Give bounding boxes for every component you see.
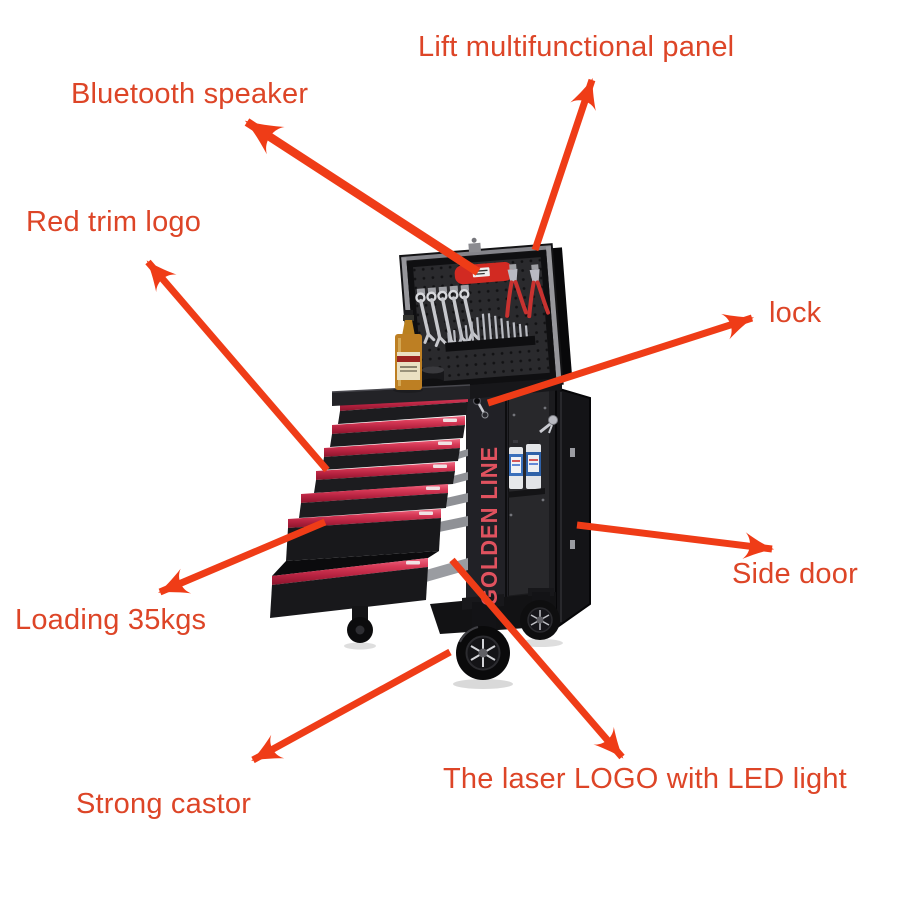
drawer-7 — [270, 558, 428, 618]
arrow-lock — [486, 313, 755, 407]
hanging-pliers — [505, 264, 551, 319]
panel-side-depth — [550, 247, 572, 376]
compartment-shelf — [505, 488, 545, 498]
side-logo-text: GOLDEN LINE — [476, 446, 502, 606]
caster-right — [519, 588, 563, 647]
arrow-laser-logo — [449, 557, 625, 760]
pegboard-panel — [399, 237, 572, 397]
callout-label-lift-panel: Lift multifunctional panel — [418, 31, 735, 63]
arrow-side-door — [576, 521, 775, 559]
side-door — [555, 386, 591, 630]
callout-label-red-trim-logo: Red trim logo — [26, 206, 202, 238]
callout-label-strong-castor: Strong castor — [76, 788, 252, 820]
drawer-6 — [286, 509, 441, 561]
drill-bit-rack — [445, 313, 536, 352]
door-latch-with-key — [539, 415, 558, 434]
cabinet-right-column — [466, 387, 508, 634]
callout-label-loading: Loading 35kgs — [15, 604, 207, 636]
arrow-red-trim-logo — [145, 259, 330, 473]
drawer-4 — [314, 462, 455, 493]
caster-left — [344, 606, 376, 650]
callout-label-side-door: Side door — [732, 558, 858, 590]
lock-keyhole — [472, 396, 489, 419]
drawer-2 — [330, 416, 465, 447]
callout-arrows — [145, 77, 775, 764]
callout-label-laser-logo: The laser LOGO with LED light — [443, 763, 847, 795]
arrow-bluetooth-speaker — [244, 118, 481, 276]
arrow-strong-castor — [251, 648, 452, 764]
caster-front — [453, 594, 513, 689]
bottle — [393, 310, 423, 393]
cup — [422, 366, 444, 386]
arrow-lift-panel — [531, 77, 596, 252]
spray-cans — [509, 440, 541, 489]
drawer-3 — [322, 439, 460, 470]
drawer-5 — [299, 484, 448, 518]
arrow-loading — [158, 518, 327, 596]
callout-label-bluetooth-speaker: Bluetooth speaker — [71, 78, 309, 110]
panel-lift-handle — [468, 237, 482, 253]
callout-label-lock: lock — [769, 297, 822, 329]
drawer-gap-shadow — [272, 551, 439, 576]
